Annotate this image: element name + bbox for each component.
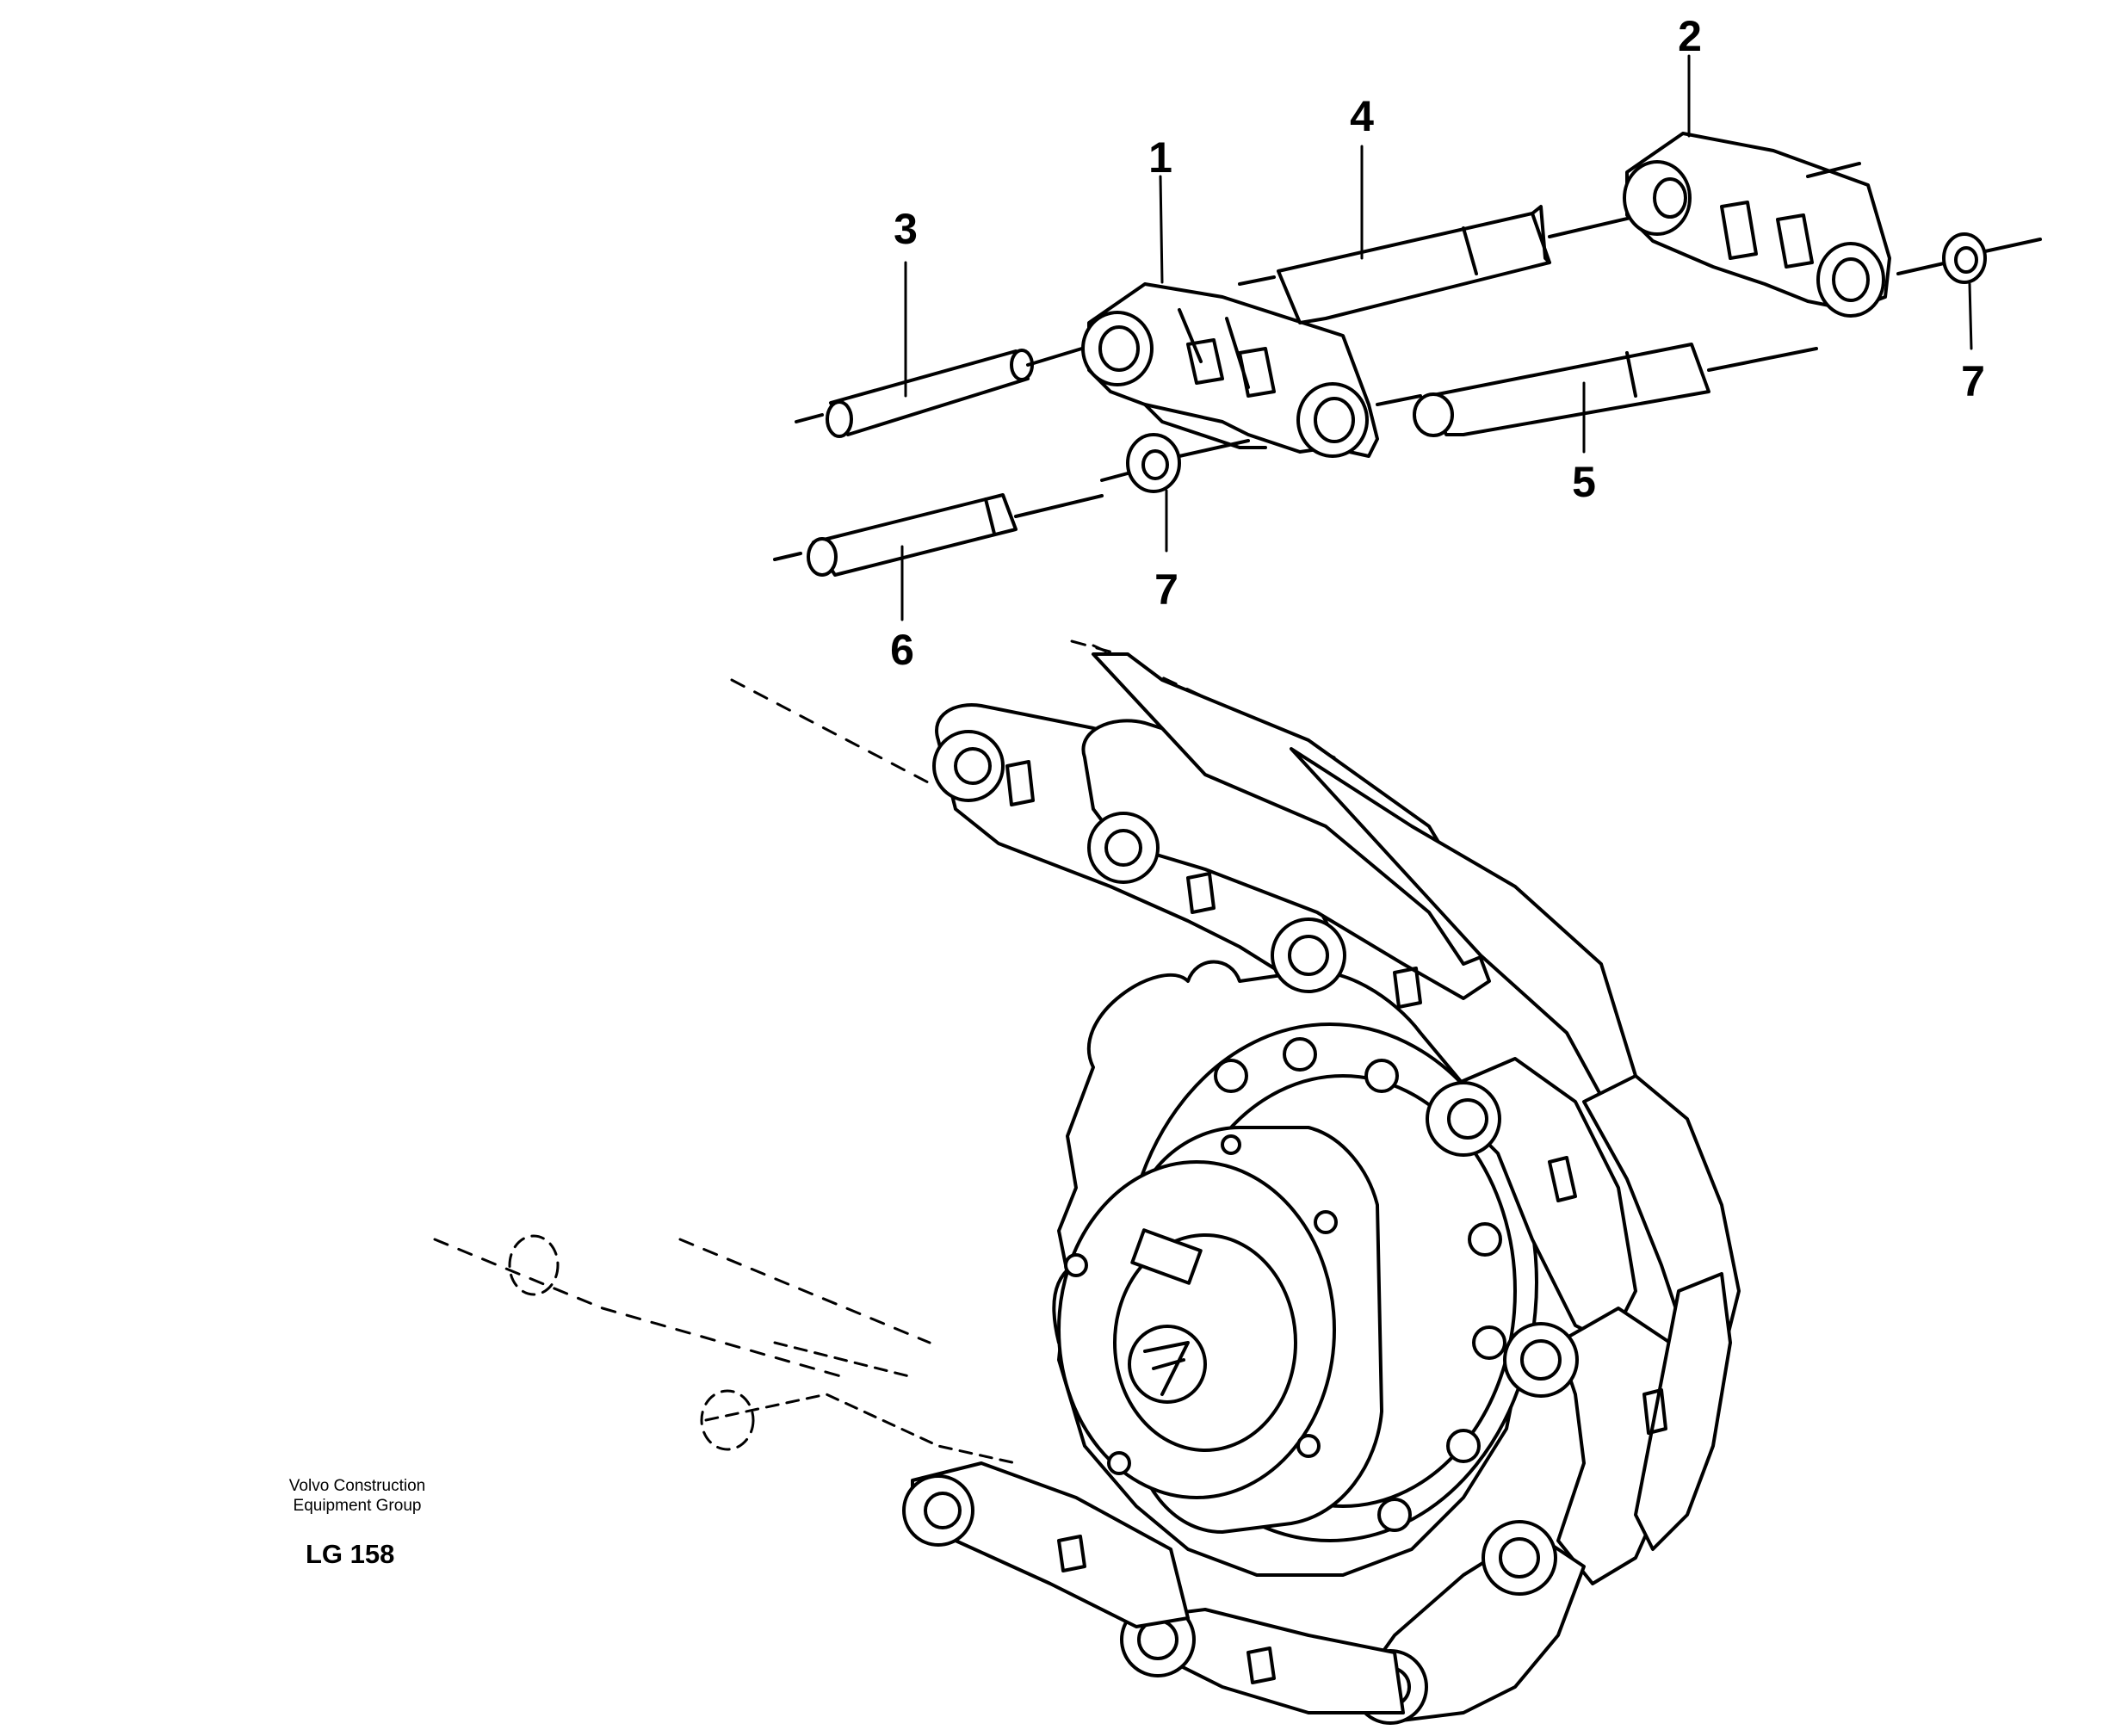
seal-ring-part-7-right xyxy=(1896,232,2042,284)
publisher-credit: Volvo Construction Equipment Group xyxy=(258,1477,456,1517)
callout-part-5: 5 xyxy=(1572,458,1596,506)
track-link-part-1 xyxy=(1081,282,1379,458)
track-link-part-2 xyxy=(1623,132,1891,318)
callout-part-7-left: 7 xyxy=(1154,565,1178,614)
track-chain-assembled xyxy=(508,652,1741,1725)
diagram-reference-code: LG 158 xyxy=(306,1539,395,1569)
sprocket-drive xyxy=(1052,960,1538,1577)
callout-part-4: 4 xyxy=(1350,92,1374,140)
pin-part-5 xyxy=(1376,343,1818,437)
leader-lines xyxy=(900,54,1973,621)
callout-part-2: 2 xyxy=(1678,12,1702,60)
callout-part-3: 3 xyxy=(894,205,918,253)
seal-ring-part-7-left xyxy=(1100,433,1250,493)
credit-line-1: Volvo Construction xyxy=(288,1477,426,1495)
pin-part-3 xyxy=(795,346,1086,438)
callout-part-1: 1 xyxy=(1148,133,1172,182)
credit-line-2: Equipment Group xyxy=(293,1496,422,1515)
pin-part-6 xyxy=(773,493,1104,577)
callout-part-7-right: 7 xyxy=(1961,357,1985,405)
pin-part-4 xyxy=(1238,205,1680,324)
callout-part-6: 6 xyxy=(890,626,914,674)
